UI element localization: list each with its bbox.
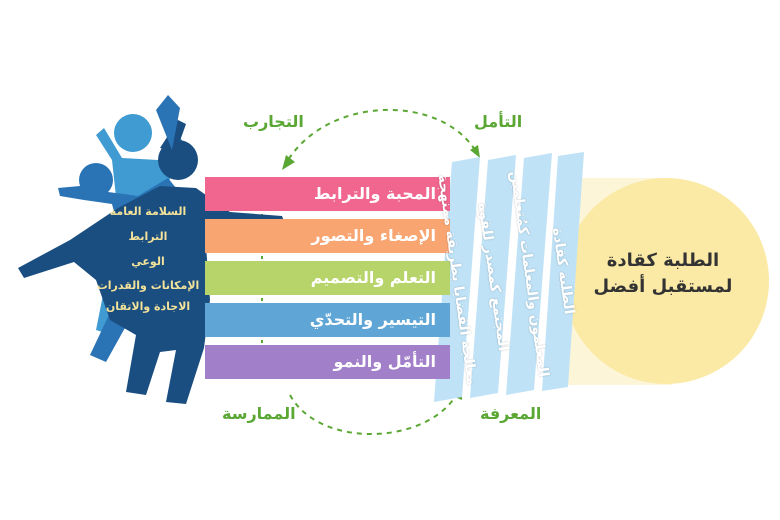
goal-circle bbox=[563, 178, 769, 384]
strip-4 bbox=[542, 152, 584, 391]
goal-line-2: لمستقبل أفضل bbox=[593, 276, 733, 297]
goal-line-1: الطلبة كقادة bbox=[606, 250, 720, 271]
figure-label-5: الاجادة والاتقان bbox=[105, 300, 191, 313]
cycle-label-top-right: التأمل bbox=[474, 112, 523, 131]
strip-3 bbox=[506, 153, 552, 395]
children-silhouettes bbox=[18, 95, 286, 404]
figure-label-2: الترابط bbox=[128, 230, 168, 243]
strip-1 bbox=[434, 157, 480, 402]
cycle-arrowhead-top-right bbox=[470, 145, 480, 158]
strip-2 bbox=[470, 155, 516, 398]
figure-label-3: الوعي bbox=[131, 255, 165, 268]
cycle-label-bottom-right: المعرفة bbox=[480, 404, 542, 423]
value-bar-5: التأمّل والنمو bbox=[205, 345, 450, 379]
value-bar-2: الإصغاء والتصور bbox=[205, 219, 450, 253]
strip-group bbox=[434, 152, 584, 402]
cycle-label-top-left: التجارب bbox=[243, 112, 304, 131]
cycle-label-bottom-left: الممارسة bbox=[222, 404, 296, 423]
cycle-arrow-top bbox=[287, 109, 476, 161]
figure-label-1: السلامة العامة bbox=[109, 205, 187, 218]
value-bar-3: التعلم والتصميم bbox=[205, 261, 450, 295]
cycle-arrowhead-top bbox=[282, 155, 295, 170]
value-bar-1: المحبة والترابط bbox=[205, 177, 450, 211]
cycle-arrow-bottom bbox=[289, 391, 459, 435]
value-bar-4: التيسير والتحدّي bbox=[205, 303, 450, 337]
goal-text: الطلبة كقادة لمستقبل أفضل bbox=[588, 248, 738, 300]
figure-label-4: الإمكانات والقدرات bbox=[96, 279, 200, 292]
